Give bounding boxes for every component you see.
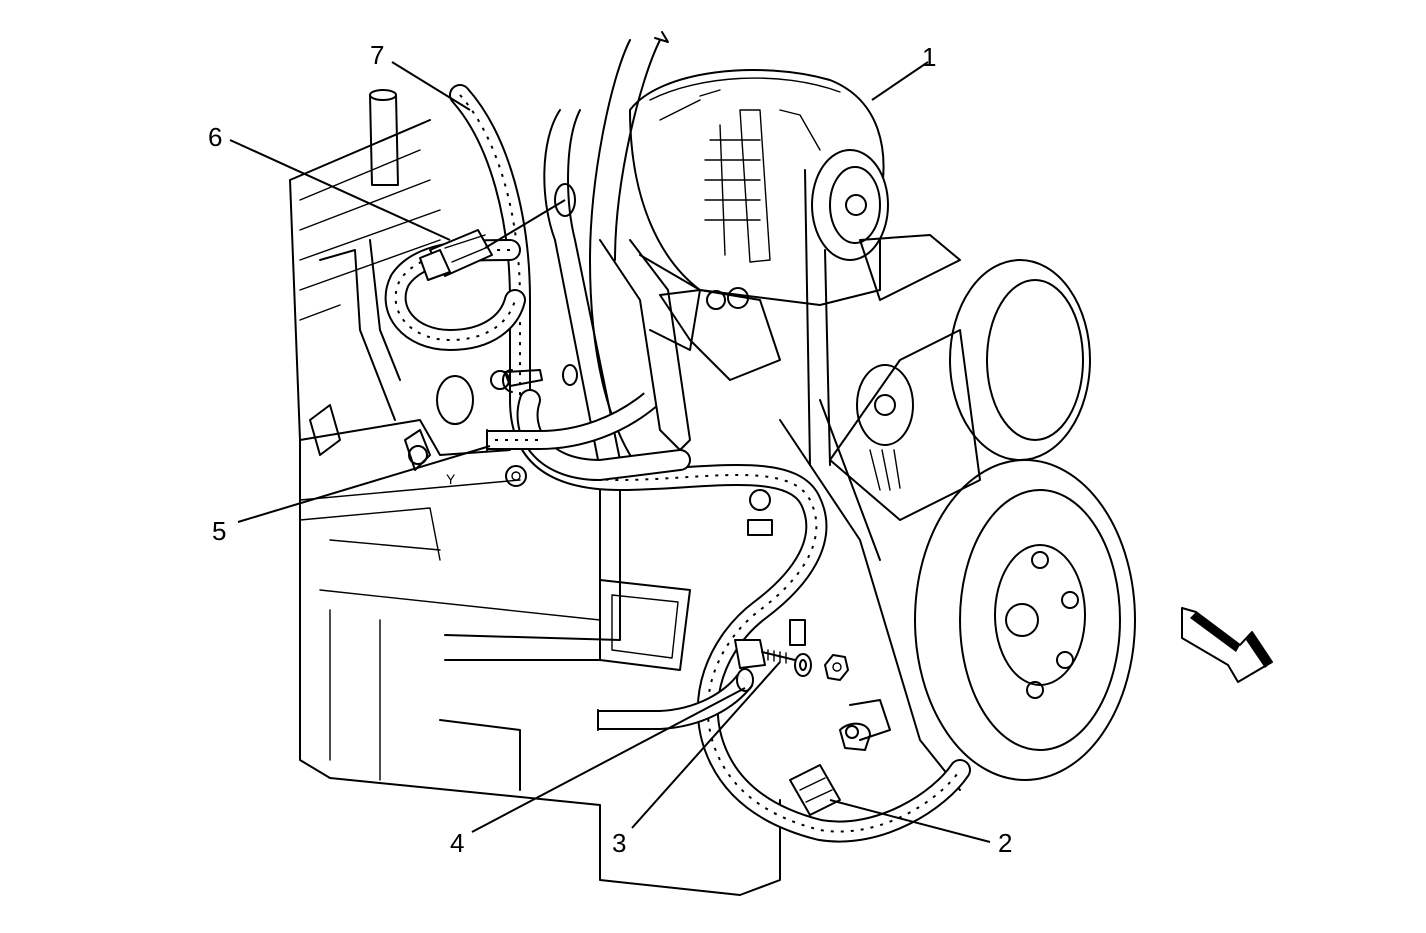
callout-labels: 1 2 3 4 5 6 7 [208, 40, 1012, 858]
sensor-stud [490, 183, 578, 393]
battery-positive-terminal-stud [734, 639, 849, 681]
callout-6: 6 [208, 122, 222, 152]
engine-block: Y [289, 89, 781, 896]
callout-2: 2 [998, 828, 1012, 858]
direction-arrow-icon [1181, 607, 1273, 683]
crankshaft-pulley [779, 259, 1136, 791]
callout-3: 3 [612, 828, 626, 858]
callout-5: 5 [212, 516, 226, 546]
generator-wiring-connector [789, 699, 891, 816]
harness-electrical-connector [419, 229, 493, 281]
harness-mounting-studs [747, 489, 806, 646]
callout-7: 7 [370, 40, 384, 70]
generator [629, 69, 961, 466]
callout-1: 1 [922, 42, 936, 72]
callout-4: 4 [450, 828, 464, 858]
view-marker-y: Y [446, 471, 456, 487]
positive-cable [597, 668, 754, 731]
leader-lines [229, 61, 991, 843]
